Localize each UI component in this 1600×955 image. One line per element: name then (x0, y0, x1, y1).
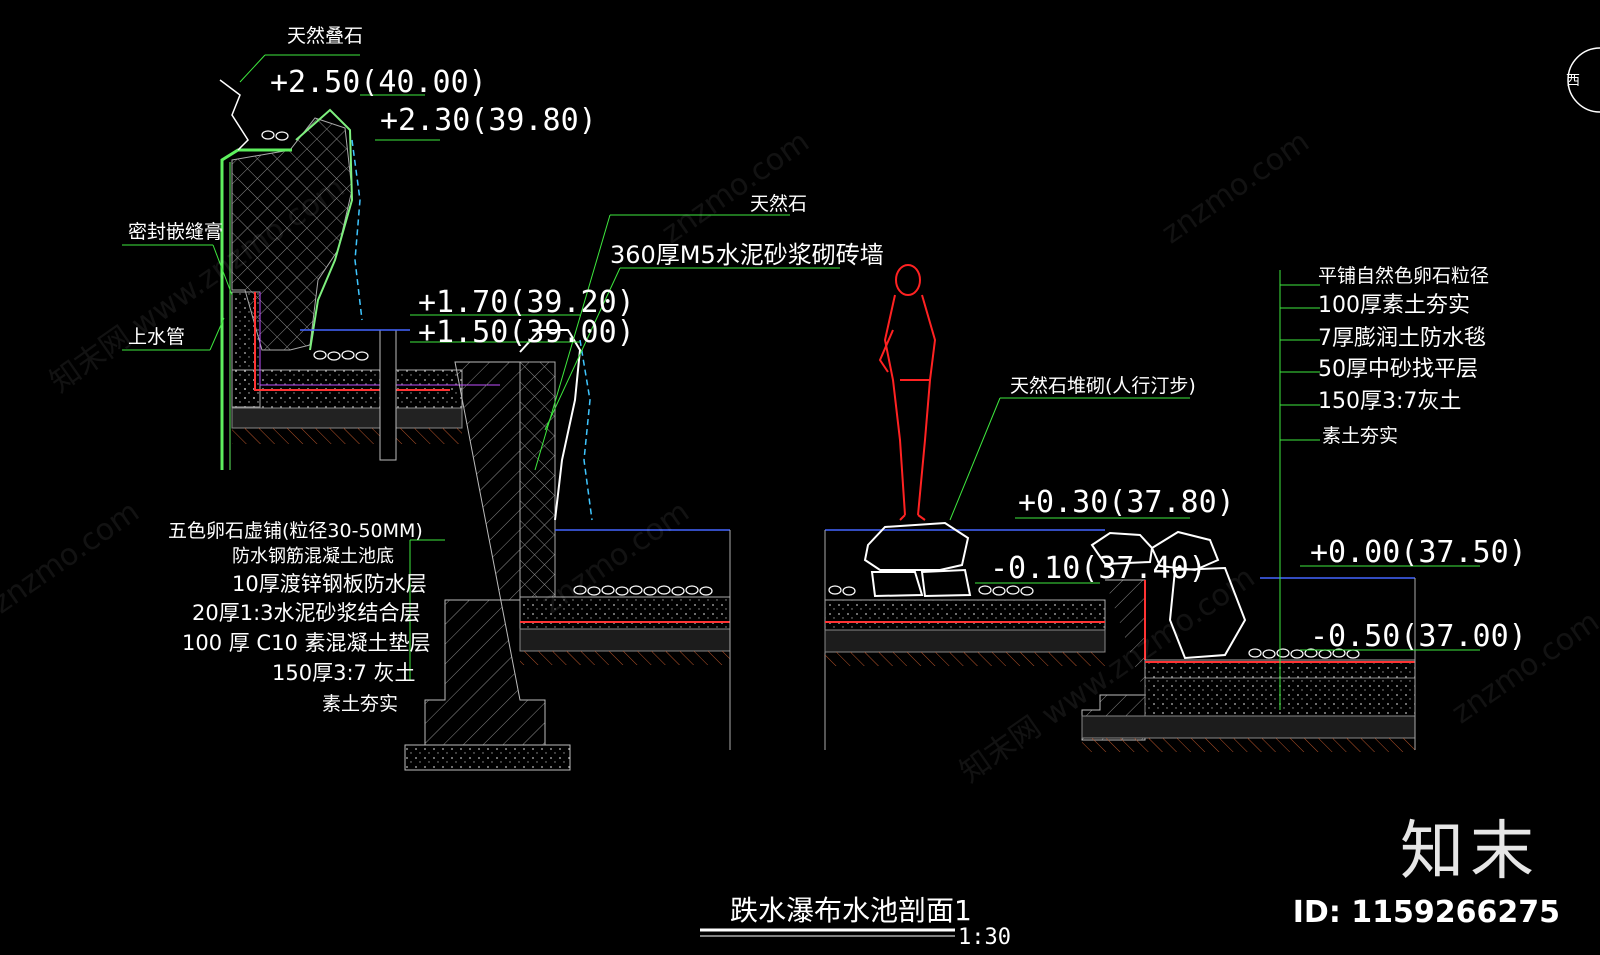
drawing-scale: 1:30 (958, 925, 1011, 950)
right-layer-6: 素土夯实 (1322, 425, 1398, 447)
label-supply-pipe: 上水管 (128, 326, 185, 348)
left-layer-5: 100 厚 C10 素混凝土垫层 (182, 631, 431, 655)
label-stepping-stone: 天然石堆砌(人行汀步) (1010, 375, 1196, 397)
compass-label: 西 (1566, 73, 1580, 89)
elev-230: +2.30(39.80) (380, 103, 597, 138)
id-text: ID: 1159266275 (1292, 895, 1560, 930)
label-sealant: 密封嵌缝膏 (128, 220, 223, 243)
right-layer-5: 150厚3:7灰土 (1318, 389, 1461, 414)
right-layer-4: 50厚中砂找平层 (1318, 357, 1478, 382)
left-section (219, 79, 731, 771)
elev-m050: -0.50(37.00) (1310, 619, 1527, 654)
compass-icon (1567, 47, 1600, 113)
left-layer-list: 五色卵石虚铺(粒径30-50MM) 防水钢筋混凝土池底 10厚渡锌钢板防水层 2… (168, 520, 431, 715)
right-layer-1: 平铺自然色卵石粒径 (1318, 265, 1489, 287)
left-layer-4: 20厚1:3水泥砂浆结合层 (192, 601, 421, 625)
elev-150: +1.50(39.00) (418, 315, 635, 350)
human-figure (878, 264, 937, 521)
left-layer-2: 防水钢筋混凝土池底 (232, 546, 394, 567)
left-layer-6: 150厚3:7 灰土 (272, 661, 416, 685)
right-layer-2: 100厚素土夯实 (1318, 293, 1470, 318)
label-natural-stone: 天然石 (750, 193, 807, 215)
label-stack-stone: 天然叠石 (287, 25, 363, 47)
drawing-title: 跌水瀑布水池剖面1 (730, 894, 972, 927)
elev-170: +1.70(39.20) (418, 285, 635, 320)
elev-000: +0.00(37.50) (1310, 535, 1527, 570)
brand-logo: 知末 (1400, 815, 1540, 889)
label-brick-wall: 360厚M5水泥砂浆砌砖墙 (610, 241, 884, 269)
left-layer-1: 五色卵石虚铺(粒径30-50MM) (168, 520, 423, 542)
elev-030: +0.30(37.80) (1018, 485, 1235, 520)
elev-m010: -0.10(37.40) (990, 551, 1207, 586)
right-layer-3: 7厚膨润土防水毯 (1318, 326, 1486, 351)
left-layer-3: 10厚渡锌钢板防水层 (232, 572, 427, 596)
left-layer-7: 素土夯实 (322, 693, 398, 715)
right-layer-list: 平铺自然色卵石粒径 100厚素土夯实 7厚膨润土防水毯 50厚中砂找平层 150… (1318, 265, 1489, 447)
elev-250: +2.50(40.00) (270, 65, 487, 100)
leader-lines (122, 54, 1480, 710)
